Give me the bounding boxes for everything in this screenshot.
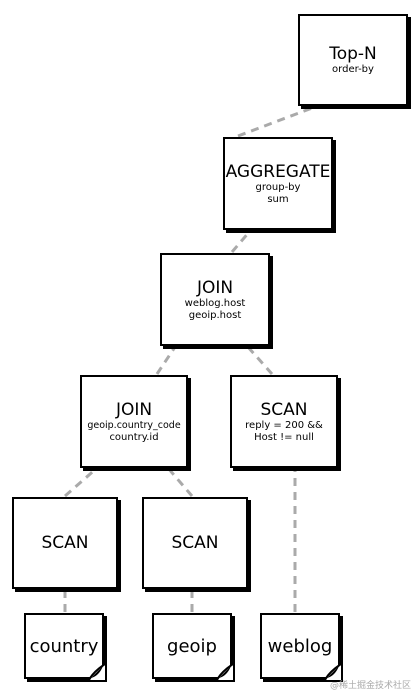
node-topn-line-1: order-by (332, 64, 374, 75)
node-scan-weblog-line-1: reply = 200 && (245, 419, 323, 431)
edge-scancountry-join2 (64, 466, 98, 498)
node-scan-weblog: SCAN reply = 200 && Host != null (230, 375, 338, 468)
edge-join1-aggregate (230, 230, 252, 253)
node-scan-country-title: SCAN (41, 533, 89, 553)
node-scan-country: SCAN (12, 497, 118, 589)
page-fold-icon (325, 664, 341, 680)
node-aggregate: AGGREGATE group-by sum (223, 137, 333, 230)
node-join-geoip-country: JOIN geoip.country_code country.id (80, 375, 188, 468)
edge-aggregate-topn (237, 103, 321, 138)
page-fold-icon (89, 664, 105, 680)
node-aggregate-line-2: sum (267, 193, 289, 205)
node-join1-line-1: weblog.host (184, 297, 246, 309)
node-join2-line-1: geoip.country_code (87, 419, 181, 431)
watermark-text: @稀土掘金技术社区 (329, 681, 411, 691)
node-join1-line-2: geoip.host (188, 309, 242, 321)
source-country-label: country (29, 635, 99, 657)
node-aggregate-line-1: group-by (255, 181, 301, 193)
edge-scangeoip-join2 (166, 467, 194, 497)
node-join-weblog-geoip: JOIN weblog.host geoip.host (160, 253, 270, 346)
node-topn-title: Top-N (329, 44, 377, 64)
source-weblog-label: weblog (267, 635, 333, 657)
node-scan-geoip: SCAN (142, 497, 248, 589)
node-join1-title: JOIN (196, 277, 234, 298)
source-weblog: weblog (260, 613, 341, 680)
node-join2-line-2: country.id (109, 431, 159, 443)
source-country: country (24, 613, 105, 680)
edge-join2-join1 (155, 346, 177, 375)
source-geoip: geoip (152, 613, 233, 680)
node-scan-weblog-line-2: Host != null (254, 431, 314, 443)
edge-scanweblog-join1 (246, 346, 274, 375)
node-scan-geoip-title: SCAN (171, 533, 219, 553)
source-geoip-label: geoip (167, 635, 217, 657)
node-topn: Top-N order-by (298, 14, 408, 106)
node-aggregate-title: AGGREGATE (225, 161, 331, 182)
page-fold-icon (217, 664, 233, 680)
node-scan-weblog-title: SCAN (260, 399, 308, 420)
node-join2-title: JOIN (115, 399, 153, 420)
